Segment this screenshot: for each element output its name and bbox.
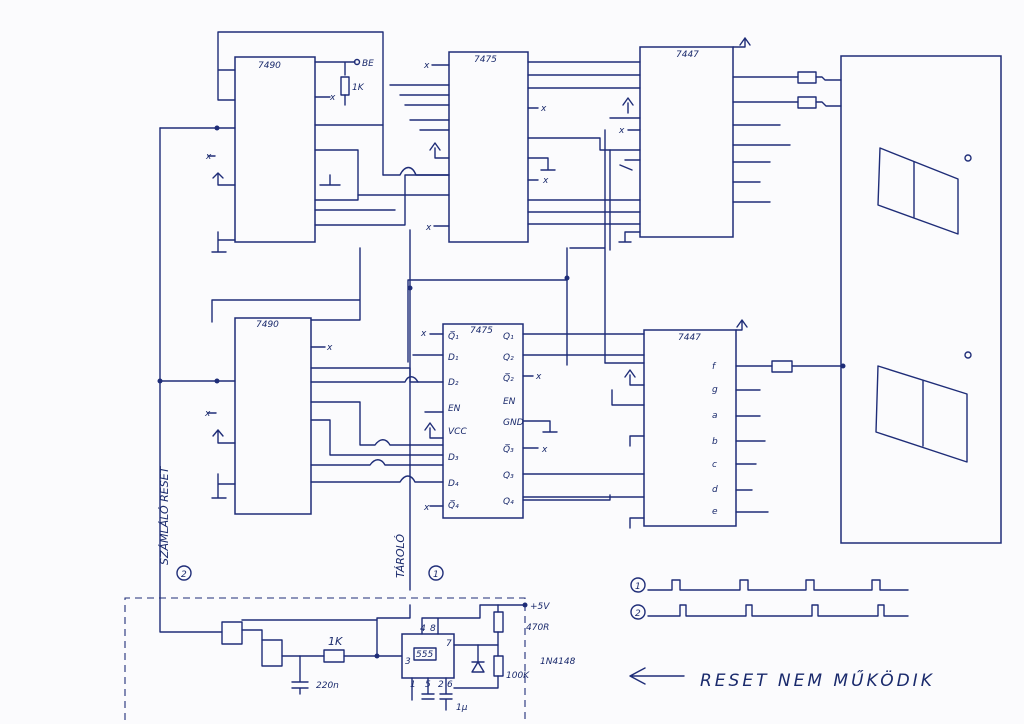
- waveform-2: [647, 604, 909, 617]
- latch-top-chip: [448, 51, 529, 243]
- x-latch-top-3: x: [540, 104, 547, 114]
- latch-pin-r4: EN: [503, 397, 516, 407]
- r-top-label: 1K: [352, 83, 365, 93]
- x-counter-top-2: x: [205, 152, 212, 162]
- latch-bottom-left-pins: Q̅₁ D₁ D₂ EN VCC D₃ D₄ Q̅₄: [448, 330, 467, 511]
- side-label-left: SZÁMLÁLÓ RESET: [158, 465, 171, 565]
- latch-bottom-right-pins: Q₁ Q₂ Q̅₂ EN GND Q̅₃ Q₃ Q₄: [503, 332, 524, 507]
- x-latch-bottom-3: x: [535, 372, 542, 382]
- reset-block-border: [124, 597, 526, 720]
- decoder-pin-c: c: [712, 460, 717, 470]
- mark-1-mid: 1: [433, 570, 439, 580]
- timer-pin1: 1: [410, 680, 416, 690]
- counter-top-chip: [234, 56, 316, 243]
- mark-2-left: 2: [181, 570, 187, 580]
- resistor-1k-mid: [323, 649, 345, 663]
- r-mid-label: 1K: [328, 635, 343, 648]
- side-label-mid: TÁROLÓ: [394, 534, 407, 578]
- mark-2-timing: 2: [635, 609, 641, 619]
- latch-pin-l5: VCC: [448, 427, 467, 437]
- resistor-470r: [493, 611, 504, 633]
- timer-label: 555: [416, 650, 433, 660]
- be-terminal: [353, 58, 361, 66]
- decoder-pin-g: g: [712, 385, 718, 395]
- latch-pin-r8: Q₄: [503, 497, 514, 507]
- decoder-pin-a: a: [712, 411, 718, 421]
- decoder-pin-f: f: [712, 362, 717, 372]
- latch-pin-r7: Q₃: [503, 471, 514, 481]
- counter-top-label: 7490: [258, 61, 281, 71]
- resistor-top-a: [797, 71, 817, 84]
- x-counter-bottom-1: x: [326, 343, 333, 353]
- timer-555-chip: [401, 633, 455, 679]
- latch-pin-l7: D₄: [448, 479, 459, 489]
- counter-bottom-label: 7490: [256, 320, 279, 330]
- x-latch-bottom-2: x: [423, 503, 430, 513]
- decoder-pin-e: e: [712, 507, 718, 517]
- latch-pin-r5: GND: [503, 418, 524, 428]
- decoder-top-chip: [639, 46, 734, 238]
- latch-pin-l3: D₂: [448, 378, 459, 388]
- resistor-bottom: [771, 360, 793, 373]
- latch-pin-l6: D₃: [448, 453, 459, 463]
- c220-label: 220n: [316, 681, 339, 691]
- latch-pin-r3: Q̅₂: [503, 372, 514, 384]
- latch-pin-l2: D₁: [448, 353, 459, 363]
- vcc-label: +5V: [530, 602, 550, 612]
- x-latch-top-4: x: [542, 176, 549, 186]
- latch-bottom-label: 7475: [470, 326, 493, 336]
- counter-bottom-chip: [234, 317, 312, 515]
- note-arrow: [629, 667, 685, 685]
- waveform-1: [647, 579, 909, 591]
- latch-pin-r2: Q₂: [503, 353, 514, 363]
- resistor-1k-top: [340, 76, 350, 96]
- decoder-pin-d: d: [712, 485, 718, 495]
- be-label: BE: [362, 59, 374, 69]
- c1u-label: 1μ: [456, 703, 468, 713]
- x-counter-bottom-2: x: [204, 409, 211, 419]
- x-latch-top-1: x: [423, 61, 430, 71]
- latch-pin-l4: EN: [448, 404, 461, 414]
- gate-2: [261, 639, 283, 667]
- latch-pin-r1: Q₁: [503, 332, 514, 342]
- latch-pin-l1: Q̅₁: [448, 330, 459, 342]
- note-text: RESET NEM MŰKÖDIK: [700, 669, 935, 691]
- x-counter-top-1: x: [329, 93, 336, 103]
- decoder-top-label: 7447: [676, 50, 699, 60]
- r470-label: 470R: [526, 623, 549, 633]
- seven-segment-bottom: [875, 351, 972, 463]
- display-panel: [840, 55, 1002, 544]
- resistor-top-b: [797, 96, 817, 109]
- gate-1: [221, 621, 243, 645]
- timer-pin7: 7: [446, 639, 452, 649]
- x-latch-bottom-4: x: [541, 445, 548, 455]
- diode-label: 1N4148: [540, 657, 576, 667]
- decoder-pin-b: b: [712, 437, 718, 447]
- decoder-bottom-pins: f g a b c d e: [712, 362, 718, 517]
- timer-pin2: 2: [438, 680, 444, 690]
- decoder-bottom-chip: [643, 329, 737, 527]
- latch-bottom-chip: [442, 323, 524, 519]
- timer-pin3: 3: [405, 657, 411, 667]
- r100k-label: 100K: [506, 671, 530, 681]
- latch-pin-r6: Q̅₃: [503, 443, 514, 455]
- latch-pin-l8: Q̅₄: [448, 499, 459, 511]
- x-latch-bottom-1: x: [420, 329, 427, 339]
- mark-1-timing: 1: [635, 582, 641, 592]
- decoder-bottom-label: 7447: [678, 333, 701, 343]
- latch-top-label: 7475: [474, 55, 497, 65]
- x-decoder-top-1: x: [618, 126, 625, 136]
- timer-pin6: 6: [447, 680, 453, 690]
- x-latch-top-2: x: [425, 223, 432, 233]
- resistor-100k: [493, 655, 504, 677]
- timer-pin8: 8: [430, 624, 436, 634]
- seven-segment-top: [877, 147, 972, 235]
- timer-pin4: 4: [420, 624, 426, 634]
